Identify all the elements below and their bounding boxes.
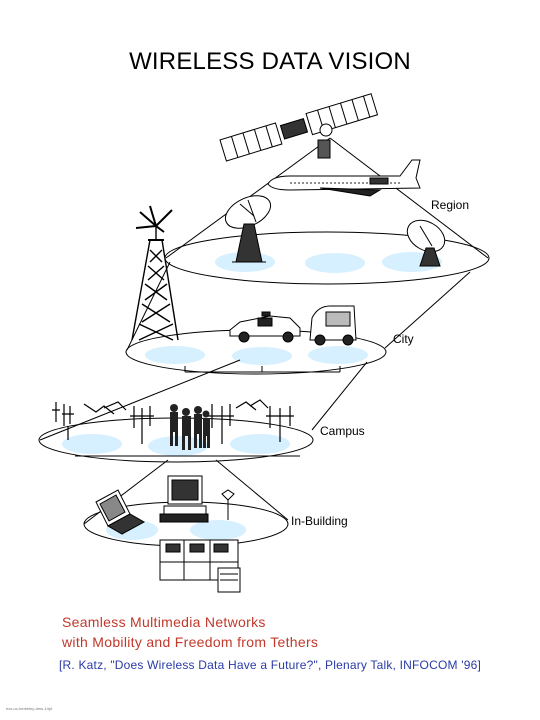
footer-text: ecs-uc-berkeley-dms-14pt: [6, 706, 53, 711]
tagline-line-1: Seamless Multimedia Networks: [62, 614, 266, 630]
server-rack-icon: [159, 539, 241, 593]
base-station-icon: [52, 402, 115, 440]
base-station-icon: [208, 401, 257, 444]
radio-tower-icon: [131, 205, 179, 341]
in-building-tier: [83, 501, 289, 547]
police-car-icon: [229, 311, 301, 343]
van-icon: [309, 305, 357, 346]
airplane-icon: [267, 159, 421, 197]
page-title: WIRELESS DATA VISION: [129, 48, 411, 75]
base-station-icon: [249, 399, 294, 442]
campus-cell: [62, 434, 122, 454]
campus-cell: [230, 434, 290, 454]
base-station-icon: [103, 401, 154, 444]
in-building-label: In-Building: [291, 514, 348, 528]
tagline-line-2: with Mobility and Freedom from Tethers: [62, 634, 319, 650]
tagline: Seamless Multimedia Networks with Mobili…: [62, 612, 318, 652]
satellite-dish-icon: [406, 219, 446, 267]
city-cell: [308, 346, 368, 364]
city-cell: [232, 347, 292, 365]
people-icon: [170, 404, 210, 450]
laptop-icon: [95, 489, 146, 535]
antenna-icon: [221, 489, 235, 520]
campus-label: Campus: [320, 424, 365, 438]
desktop-computer-icon: [159, 475, 209, 523]
city-label: City: [393, 332, 414, 346]
region-label: Region: [431, 198, 470, 212]
building-cell: [190, 520, 246, 540]
citation: [R. Katz, "Does Wireless Data Have a Fut…: [59, 658, 481, 672]
region-cell: [305, 253, 365, 273]
satellite-icon: [219, 93, 379, 162]
satellite-dish-icon: [224, 195, 272, 263]
city-cell: [145, 346, 205, 364]
